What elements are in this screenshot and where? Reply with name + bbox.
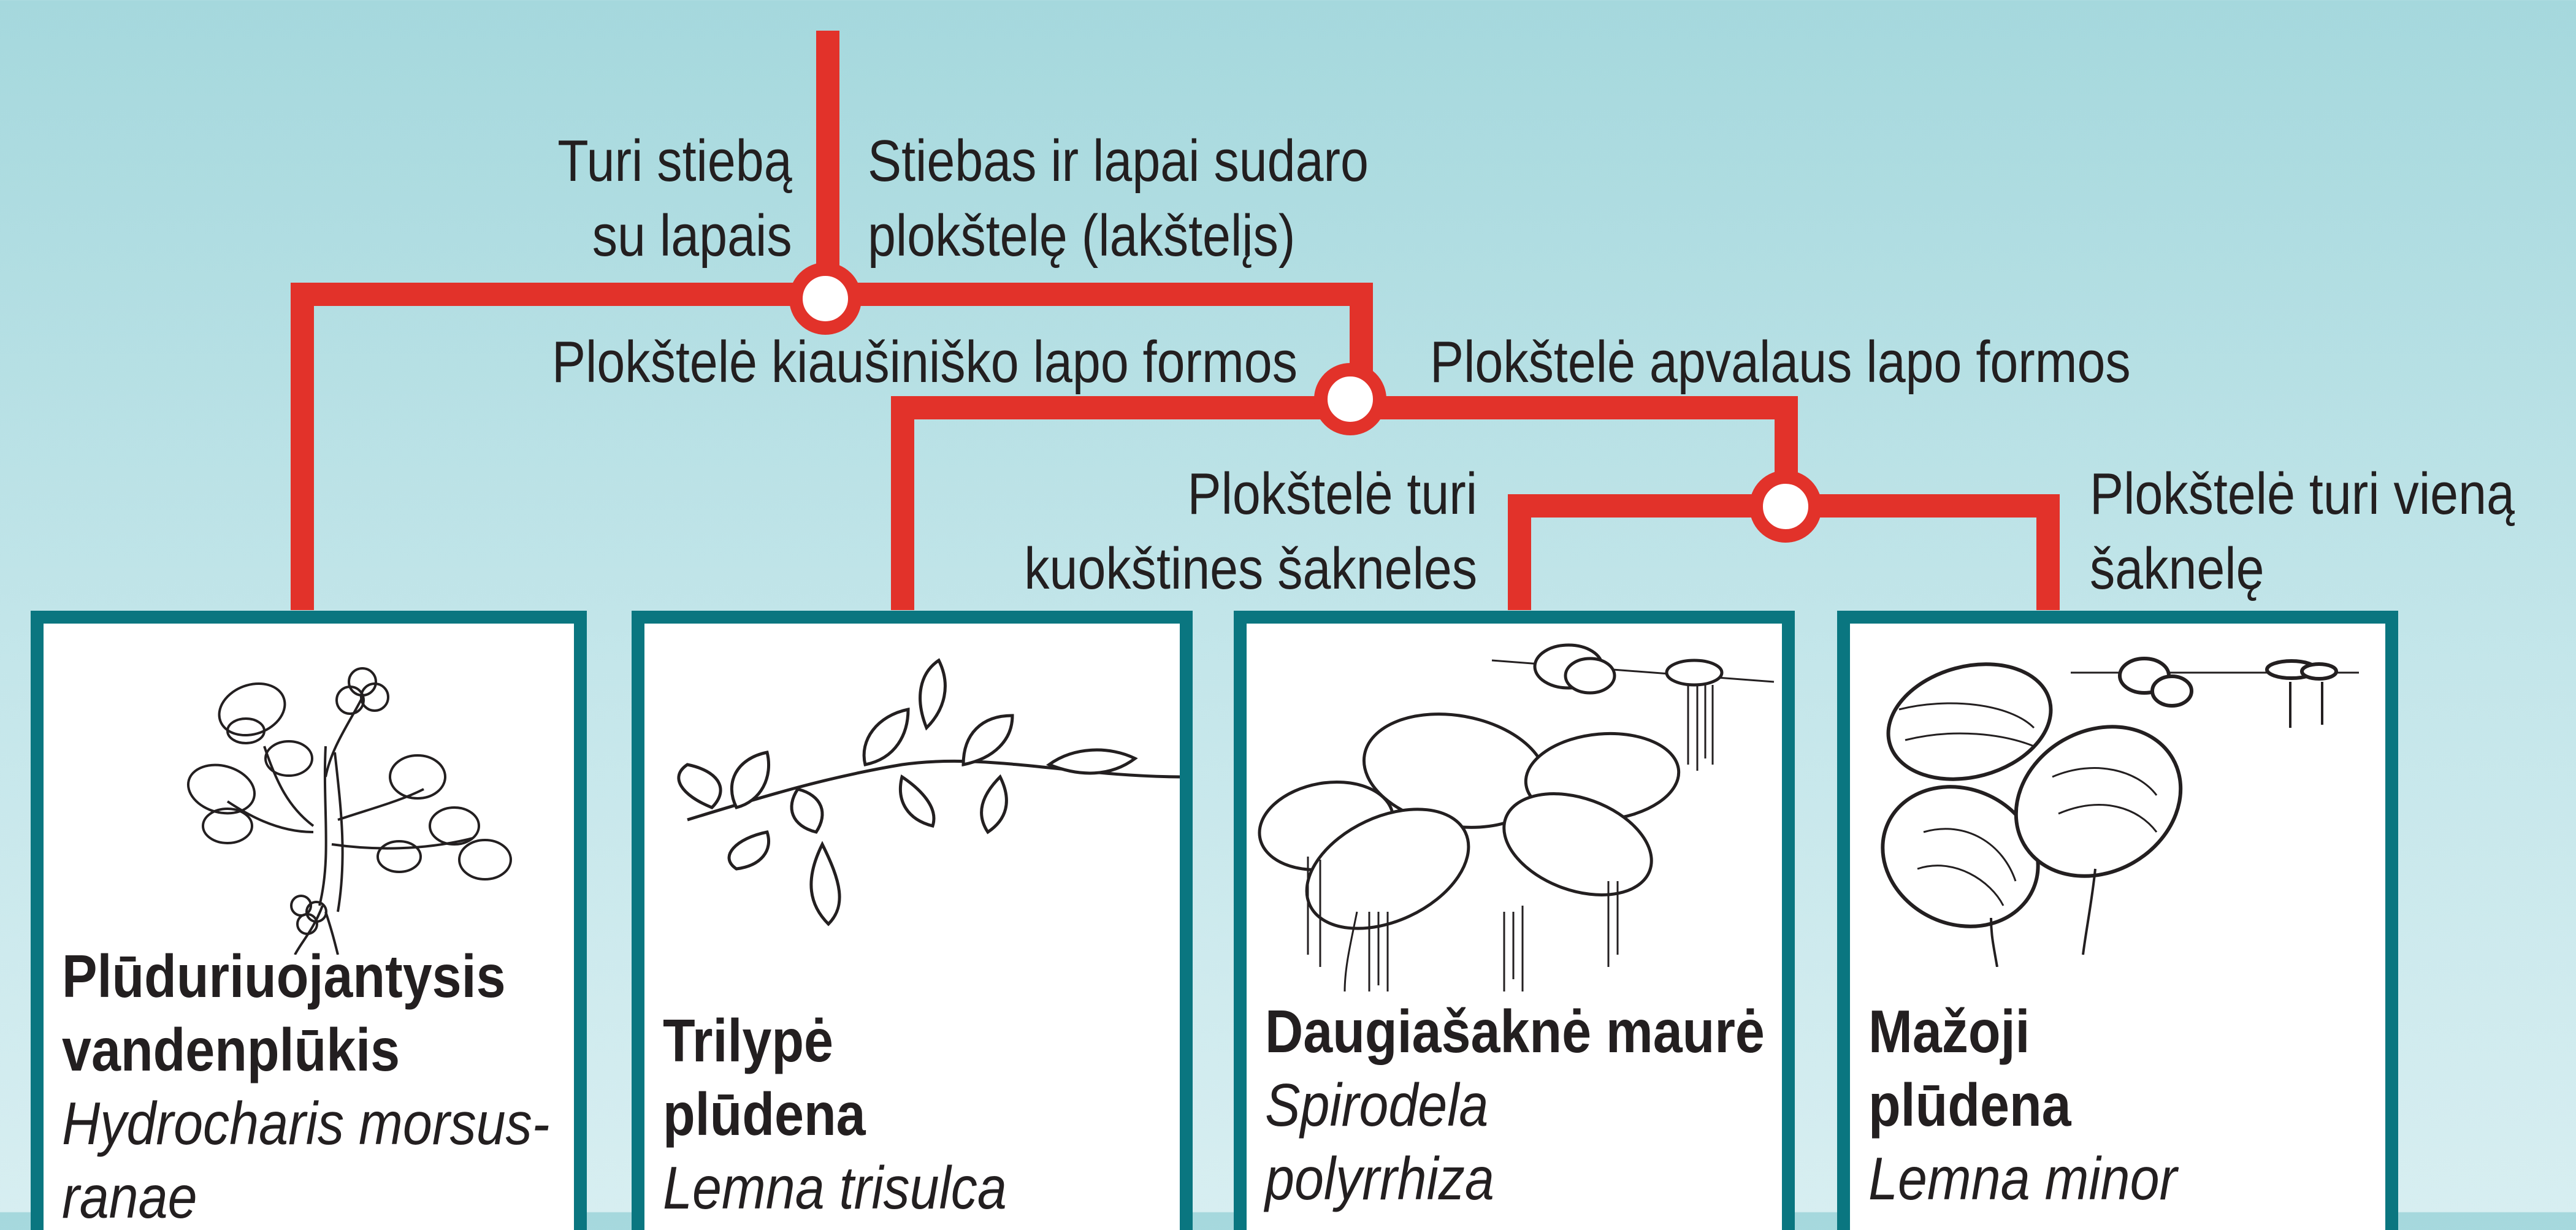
lemna-trisulca-drawing bbox=[644, 624, 1193, 955]
species-name-lemna-trisulca: Trilypė plūdena bbox=[663, 1004, 866, 1151]
label-round-thallus: Plokštelė apvalaus lapo formos bbox=[1430, 325, 2131, 400]
label-stem-with-leaves: Turi stiebą su lapais bbox=[558, 124, 792, 273]
species-latin-lemna-trisulca: Lemna trisulca bbox=[663, 1151, 1007, 1224]
species-name-lemna-minor: Mažoji plūdena bbox=[1868, 995, 2071, 1142]
label-thallus: Stiebas ir lapai sudaro plokštelę (lakšt… bbox=[868, 124, 1369, 273]
node-3 bbox=[1756, 477, 1815, 536]
lemna-minor-drawing bbox=[1850, 624, 2398, 967]
spirodela-drawing bbox=[1247, 624, 1795, 991]
node-1 bbox=[796, 269, 855, 328]
species-latin-lemna-minor: Lemna minor bbox=[1868, 1142, 2177, 1215]
species-name-spirodela: Daugiašaknė maurė bbox=[1265, 995, 1765, 1068]
species-card-lemna-trisulca: Trilypė plūdena Lemna trisulca bbox=[632, 611, 1193, 1230]
species-latin-hydrocharis: Hydrocharis morsus- ranae bbox=[62, 1087, 549, 1230]
label-clustered-roots: Plokštelė turi kuokštines šakneles bbox=[1024, 457, 1477, 606]
species-name-hydrocharis: Plūduriuojantysis vandenplūkis bbox=[62, 939, 506, 1087]
species-card-lemna-minor: Mažoji plūdena Lemna minor bbox=[1837, 611, 2398, 1230]
hydrocharis-drawing bbox=[44, 624, 587, 955]
species-latin-spirodela: Spirodela polyrrhiza bbox=[1265, 1068, 1494, 1215]
node-2 bbox=[1321, 370, 1380, 429]
species-card-hydrocharis: Plūduriuojantysis vandenplūkis Hydrochar… bbox=[31, 611, 587, 1230]
label-ovate-thallus: Plokštelė kiaušiniško lapo formos bbox=[552, 325, 1298, 400]
species-card-spirodela: Daugiašaknė maurė Spirodela polyrrhiza bbox=[1234, 611, 1795, 1230]
label-single-root: Plokštelė turi vieną šaknelę bbox=[2090, 457, 2515, 606]
